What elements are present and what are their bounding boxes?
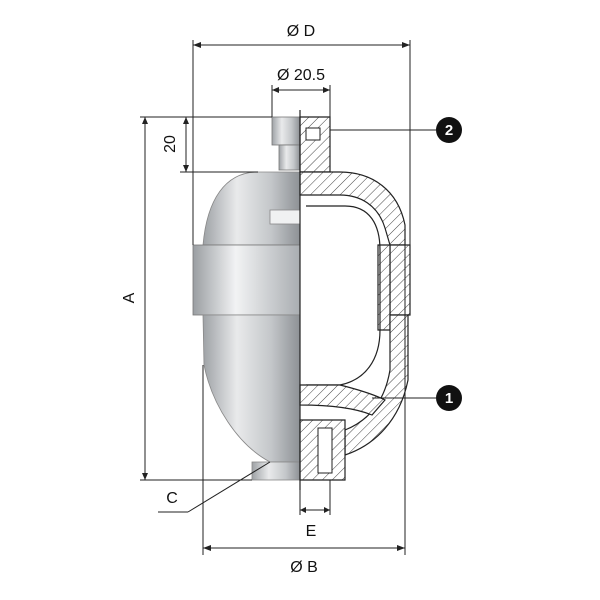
callout-1-badge	[436, 385, 462, 411]
dim-top-height: 20	[162, 135, 179, 153]
section-view	[299, 110, 411, 490]
dim-port-diameter: Ø 20.5	[277, 67, 325, 84]
exterior-view	[192, 116, 301, 481]
callout-1-number: 1	[445, 390, 453, 407]
callout-2: 2	[330, 117, 462, 143]
bladder-outline	[306, 205, 381, 386]
lower-wall-section	[344, 314, 409, 456]
top-stem	[278, 144, 301, 171]
top-fitting	[271, 116, 301, 146]
dim-bottom-diameter: Ø B	[290, 559, 318, 576]
dim-bottom-thread: C	[166, 490, 178, 507]
callout-2-number: 2	[445, 122, 453, 139]
dim-outer-diameter: Ø D	[287, 23, 315, 40]
lower-shell	[202, 314, 301, 463]
top-cap-section	[299, 116, 331, 173]
dim-bottom-offset: E	[306, 523, 317, 540]
valve-core	[305, 127, 321, 141]
bottom-port	[251, 461, 301, 481]
clamp-band	[192, 244, 301, 316]
upper-shell	[202, 171, 301, 246]
dim-overall-height: A	[121, 292, 138, 303]
dimensions: Ø D Ø 20.5 20 A Ø B C	[121, 23, 411, 576]
poppet-section	[299, 384, 386, 416]
callout-1: 1	[372, 385, 462, 411]
callout-2-badge	[436, 117, 462, 143]
band-section	[389, 244, 411, 316]
port-bore	[317, 427, 333, 474]
leader-c	[187, 461, 271, 513]
shell-tab	[269, 209, 301, 225]
upper-wall-section	[299, 171, 406, 246]
